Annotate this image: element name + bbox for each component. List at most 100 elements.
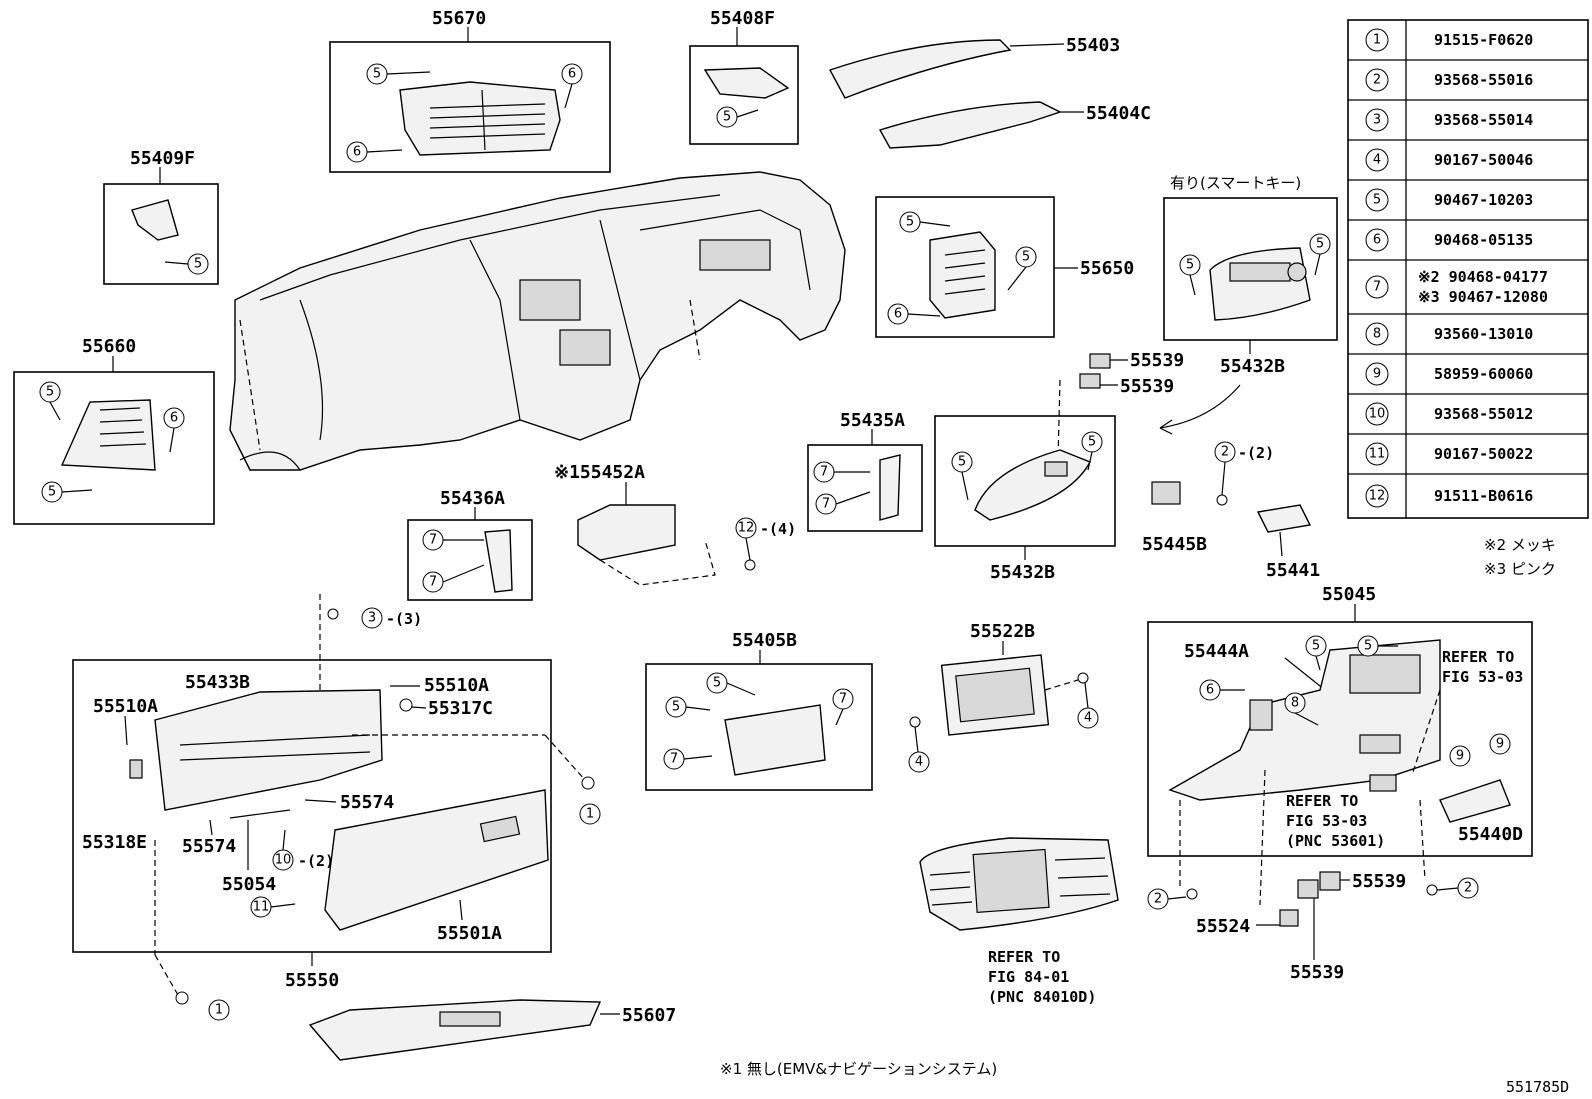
callout-5: 5: [1015, 246, 1037, 268]
assembly-55436A: 55436A 7 7: [407, 488, 533, 601]
callout-6: 6: [346, 141, 368, 163]
part-55522B: 55522B 4 4: [908, 621, 1099, 773]
assembly-55550: 55433B 55510A 55510A 55317C 55574 55574 …: [72, 659, 601, 1021]
callout-5: 5: [1309, 233, 1331, 255]
callout-2: 2: [1457, 877, 1479, 899]
diagram-id: 551785D: [1506, 1078, 1569, 1096]
svg-text:5: 5: [1186, 258, 1194, 273]
refer-53-b-line3: (PNC 53601): [1286, 832, 1385, 850]
part-label-55539-b: 55539: [1120, 376, 1174, 397]
row-part-number: 93560-13010: [1434, 325, 1533, 343]
part-label-55408F: 55408F: [710, 8, 775, 29]
part-label-55522B: 55522B: [970, 621, 1035, 642]
row-number: 9: [1373, 367, 1381, 382]
part-label-55550: 55550: [285, 970, 339, 991]
part-label-55510A-left: 55510A: [93, 696, 158, 717]
row-number-circle: [1365, 402, 1389, 426]
row-part-number: ※2 90468-04177: [1418, 268, 1548, 286]
part-label-55660: 55660: [82, 336, 136, 357]
part-label-55539-a: 55539: [1130, 350, 1184, 371]
part-label-55432B-top: 55432B: [1220, 356, 1285, 377]
row-part-number: 90167-50046: [1434, 151, 1533, 169]
callout-6: 6: [887, 303, 909, 325]
row-number: 7: [1373, 280, 1381, 295]
callout-5: 5: [665, 696, 687, 718]
part-label-55405B: 55405B: [732, 630, 797, 651]
row-number: 3: [1373, 113, 1381, 128]
svg-text:11: 11: [253, 900, 270, 915]
part-label-55574-right: 55574: [340, 792, 394, 813]
row-part-number: 90468-05135: [1434, 231, 1533, 249]
part-label-55403: 55403: [1066, 35, 1120, 56]
part-label-55435A: 55435A: [840, 410, 905, 431]
refer-53-b-line1: REFER TO: [1286, 792, 1358, 810]
part-label-55539-d: 55539: [1290, 962, 1344, 983]
part-label-55445B: 55445B: [1142, 534, 1207, 555]
row-number-circle: [1365, 484, 1389, 508]
callout-7: 7: [422, 571, 444, 593]
svg-text:8: 8: [1291, 696, 1299, 711]
row-number: 1: [1373, 33, 1381, 48]
svg-text:3: 3: [368, 611, 376, 626]
row-part-number: 91515-F0620: [1434, 31, 1533, 49]
row-part-number: 90167-50022: [1434, 445, 1533, 463]
svg-text:6: 6: [170, 411, 178, 426]
callout-9: 9: [1489, 733, 1511, 755]
assembly-55670: 55670 5 6 6: [329, 8, 611, 173]
part-label-55317C: 55317C: [428, 698, 493, 719]
svg-text:7: 7: [670, 752, 678, 767]
table-row: 5 90467-10203: [1365, 188, 1533, 212]
callout-5: 5: [716, 106, 738, 128]
assembly-55432B: 5 5 55432B: [934, 415, 1116, 583]
callout-1: 1: [208, 999, 230, 1021]
callout-11: 11: [250, 896, 272, 918]
svg-text:9: 9: [1456, 749, 1464, 764]
qty-3: -(3): [386, 610, 422, 628]
refer-fig-84-line2: FIG 84-01: [988, 968, 1069, 986]
refer-fig-84-line1: REFER TO: [988, 948, 1060, 966]
svg-text:6: 6: [353, 145, 361, 160]
row-number-circle: [1365, 442, 1389, 466]
part-label-55432B-mid: 55432B: [990, 562, 1055, 583]
callout-5: 5: [187, 253, 209, 275]
refer-fig-84-line3: (PNC 84010D): [988, 988, 1096, 1006]
row-number: 11: [1369, 447, 1386, 462]
footnote-1: ※1 無し(EMV&ナビゲーションシステム): [720, 1060, 997, 1078]
row-number-circle: [1365, 148, 1389, 172]
callout-5: 5: [366, 63, 388, 85]
part-label-55404C: 55404C: [1086, 103, 1151, 124]
row-part-number: 58959-60060: [1434, 365, 1533, 383]
assembly-55452A: ※155452A 12 -(4): [554, 462, 796, 586]
row-part-number: 90467-10203: [1434, 191, 1533, 209]
callout-5: 5: [899, 211, 921, 233]
svg-text:5: 5: [958, 455, 966, 470]
part-label-55444A: 55444A: [1184, 641, 1249, 662]
part-label-55433B: 55433B: [185, 672, 250, 693]
svg-text:10: 10: [275, 853, 292, 868]
callout-5: 5: [39, 381, 61, 403]
assembly-55650: 5 5 6 55650: [875, 196, 1134, 338]
assembly-55408F: 55408F 5: [689, 8, 799, 145]
row-number: 5: [1373, 193, 1381, 208]
part-label-55501A: 55501A: [437, 923, 502, 944]
part-label-55650: 55650: [1080, 258, 1134, 279]
footnote-2: ※2 メッキ: [1484, 536, 1556, 554]
svg-text:5: 5: [373, 67, 381, 82]
qty-12: -(4): [760, 520, 796, 538]
part-label-55409F: 55409F: [130, 148, 195, 169]
row-part-number: 93568-55016: [1434, 71, 1533, 89]
svg-text:5: 5: [723, 110, 731, 125]
assembly-55435A: 55435A 7 7: [807, 410, 923, 532]
svg-text:2: 2: [1464, 881, 1472, 896]
svg-text:6: 6: [568, 67, 576, 82]
qty-10: -(2): [298, 852, 334, 870]
svg-text:1: 1: [586, 807, 594, 822]
svg-text:9: 9: [1496, 737, 1504, 752]
row-number-circle: [1365, 362, 1389, 386]
svg-text:2: 2: [1154, 892, 1162, 907]
row-number-circle: [1365, 108, 1389, 132]
